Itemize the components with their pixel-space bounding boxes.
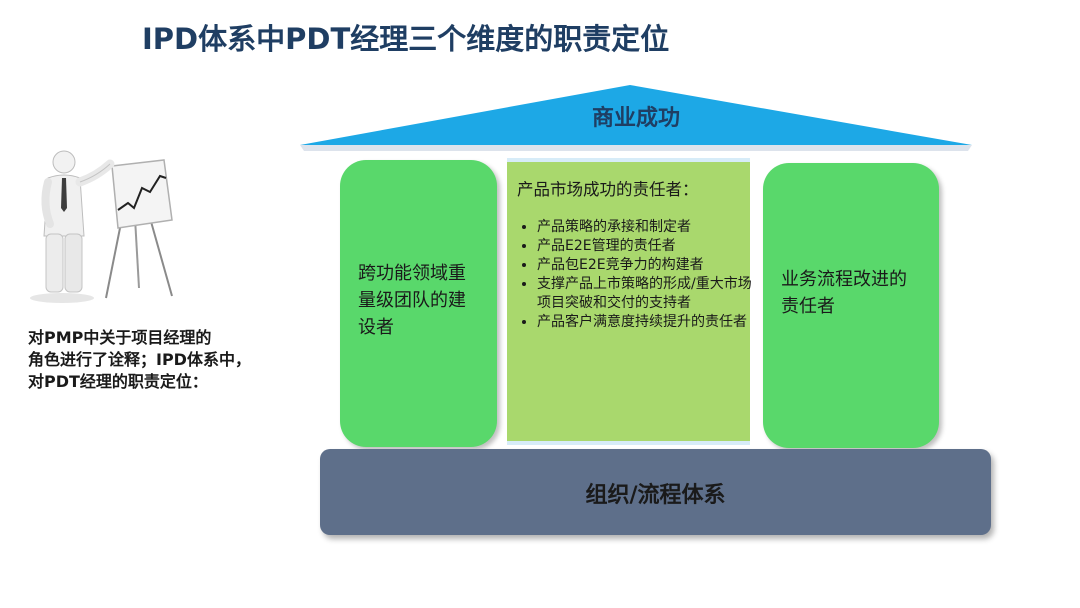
center-pillar-list: 产品策略的承接和制定者 产品E2E管理的责任者 产品包E2E竞争力的构建者 支撑… bbox=[515, 218, 757, 332]
left-pillar-line: 量级团队的建 bbox=[358, 287, 487, 314]
left-pillar-line: 设者 bbox=[358, 314, 487, 341]
side-note-line: 角色进行了诠释；IPD体系中， bbox=[28, 349, 251, 371]
center-pillar-title: 产品市场成功的责任者： bbox=[517, 176, 699, 200]
foundation-label: 组织/流程体系 bbox=[320, 477, 991, 509]
side-note-line: 对PMP中关于项目经理的 bbox=[28, 327, 251, 349]
left-pillar: 跨功能领域重 量级团队的建 设者 bbox=[340, 160, 497, 447]
roof-label: 商业成功 bbox=[300, 100, 972, 132]
list-item: 产品策略的承接和制定者 bbox=[537, 218, 757, 237]
side-note-line: 对PDT经理的职责定位： bbox=[28, 371, 251, 393]
side-note: 对PMP中关于项目经理的 角色进行了诠释；IPD体系中， 对PDT经理的职责定位… bbox=[28, 327, 251, 393]
right-pillar-line: 业务流程改进的 bbox=[781, 266, 929, 293]
center-pillar: 产品市场成功的责任者： 产品策略的承接和制定者 产品E2E管理的责任者 产品包E… bbox=[507, 158, 750, 445]
left-pillar-line: 跨功能领域重 bbox=[358, 260, 487, 287]
list-item: 产品E2E管理的责任者 bbox=[537, 237, 757, 256]
presenter-with-chart-icon bbox=[22, 148, 192, 306]
right-pillar-text: 业务流程改进的 责任者 bbox=[781, 266, 929, 320]
right-pillar-line: 责任者 bbox=[781, 293, 929, 320]
left-pillar-text: 跨功能领域重 量级团队的建 设者 bbox=[358, 260, 487, 341]
list-item: 产品包E2E竞争力的构建者 bbox=[537, 256, 757, 275]
list-item: 产品客户满意度持续提升的责任者 bbox=[537, 313, 757, 332]
page-title: IPD体系中PDT经理三个维度的职责定位 bbox=[142, 16, 669, 58]
foundation-bar: 组织/流程体系 bbox=[320, 449, 991, 535]
right-pillar: 业务流程改进的 责任者 bbox=[763, 163, 939, 448]
list-item: 支撑产品上市策略的形成/重大市场项目突破和交付的支持者 bbox=[537, 275, 757, 313]
